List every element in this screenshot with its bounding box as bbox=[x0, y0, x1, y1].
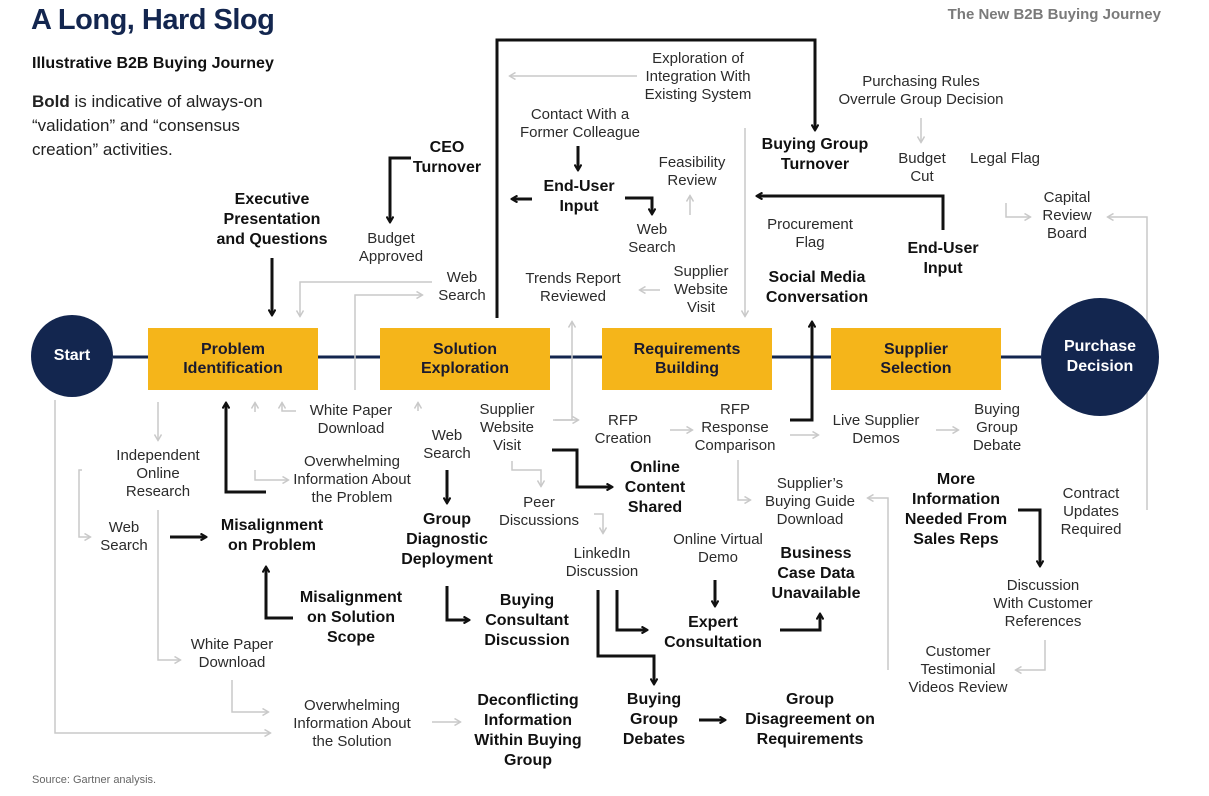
activity-purchasing-rules: Purchasing Rules Overrule Group Decision bbox=[838, 73, 1004, 108]
legend-note: Bold is indicative of always-on “validat… bbox=[32, 90, 263, 162]
activity-buying-group-debate: Buying Group Debate bbox=[972, 401, 1022, 454]
activity-feasibility-review: Feasibility Review bbox=[658, 154, 726, 189]
start-node: Start bbox=[31, 315, 113, 397]
flow-arrow-117 bbox=[596, 590, 654, 684]
page-title: A Long, Hard Slog bbox=[31, 4, 275, 36]
stage-solution-exploration: Solution Exploration bbox=[380, 328, 550, 390]
activity-customer-references: Discussion With Customer References bbox=[993, 577, 1093, 630]
flow-arrow-101 bbox=[390, 156, 411, 222]
flow-arrow-107 bbox=[790, 322, 812, 422]
flow-arrow-112 bbox=[445, 586, 469, 620]
flow-arrow-24 bbox=[737, 460, 750, 500]
flow-arrow-114 bbox=[615, 590, 647, 630]
activity-web-search-center: Web Search bbox=[423, 427, 471, 462]
activity-testimonial-videos: Customer Testimonial Videos Review bbox=[908, 643, 1008, 696]
activity-contract-updates: Contract Updates Required bbox=[1060, 485, 1122, 538]
activity-buying-group-debates: Buying Group Debates bbox=[622, 691, 686, 748]
legend-text: is indicative of always-on “validation” … bbox=[32, 92, 263, 159]
flow-arrow-20 bbox=[594, 513, 603, 533]
activity-end-user-input-right: End-User Input bbox=[907, 240, 979, 277]
flow-arrow-6 bbox=[300, 281, 432, 316]
flow-arrow-28 bbox=[1016, 640, 1046, 670]
activity-buying-consultant: Buying Consultant Discussion bbox=[484, 592, 570, 649]
report-title: The New B2B Buying Journey bbox=[947, 6, 1161, 23]
activity-buying-group-turnover: Buying Group Turnover bbox=[761, 136, 869, 173]
flow-arrow-25 bbox=[1005, 203, 1030, 217]
activity-budget-approved: Budget Approved bbox=[358, 230, 424, 265]
activity-integration-exploration: Exploration of Integration With Existing… bbox=[644, 50, 752, 103]
purchase-decision-node: Purchase Decision bbox=[1041, 298, 1159, 416]
flow-arrow-5 bbox=[354, 295, 422, 390]
flow-arrow-106 bbox=[757, 196, 945, 230]
activity-rfp-response: RFP Response Comparison bbox=[694, 401, 776, 454]
flow-arrow-27 bbox=[868, 498, 889, 670]
stage-supplier-selection: Supplier Selection bbox=[831, 328, 1001, 390]
activity-overwhelming-problem: Overwhelming Information About the Probl… bbox=[293, 453, 411, 506]
flow-arrow-19 bbox=[511, 461, 541, 486]
activity-peer-discussions: Peer Discussions bbox=[498, 494, 580, 529]
legend-bold-word: Bold bbox=[32, 92, 70, 111]
flow-arrow-8 bbox=[78, 469, 90, 537]
activity-group-disagreement: Group Disagreement on Requirements bbox=[745, 691, 875, 748]
activity-misalignment-scope: Misalignment on Solution Scope bbox=[299, 589, 403, 646]
flow-arrow-108 bbox=[226, 403, 266, 494]
activity-web-search-mid: Web Search bbox=[628, 221, 676, 256]
activity-white-paper-top: White Paper Download bbox=[309, 402, 393, 437]
flow-arrow-116 bbox=[780, 614, 820, 632]
flow-arrow-9 bbox=[157, 510, 180, 660]
activity-virtual-demo: Online Virtual Demo bbox=[673, 531, 763, 566]
activity-budget-cut: Budget Cut bbox=[898, 150, 946, 185]
activity-live-demos: Live Supplier Demos bbox=[832, 412, 920, 447]
activity-expert-consultation: Expert Consultation bbox=[664, 614, 762, 651]
flow-arrow-26 bbox=[1108, 217, 1148, 510]
activity-procurement-flag: Procurement Flag bbox=[767, 216, 853, 251]
activity-ceo-turnover: CEO Turnover bbox=[412, 139, 482, 176]
flow-arrow-13 bbox=[282, 403, 296, 412]
activity-independent-research: Independent Online Research bbox=[116, 447, 200, 500]
activity-web-search-top: Web Search bbox=[438, 269, 486, 304]
activity-supplier-website-top: Supplier Website Visit bbox=[673, 263, 729, 316]
flow-arrow-10 bbox=[54, 400, 270, 733]
activity-web-search-left: Web Search bbox=[100, 519, 148, 554]
activity-group-diagnostic: Group Diagnostic Deployment bbox=[401, 511, 493, 568]
flow-arrow-105 bbox=[495, 38, 815, 318]
activity-white-paper-bottom: White Paper Download bbox=[190, 636, 274, 671]
flow-arrow-113 bbox=[552, 448, 612, 487]
flow-arrow-14 bbox=[231, 680, 268, 712]
stage-problem-identification: Problem Identification bbox=[148, 328, 318, 390]
activity-capital-review: Capital Review Board bbox=[1042, 189, 1092, 242]
activity-supplier-website-bottom: Supplier Website Visit bbox=[479, 401, 535, 454]
activity-business-case: Business Case Data Unavailable bbox=[771, 545, 861, 602]
activity-former-colleague: Contact With a Former Colleague bbox=[519, 106, 641, 141]
flow-arrow-104 bbox=[625, 196, 652, 214]
activity-misalignment-problem: Misalignment on Problem bbox=[220, 517, 324, 554]
source-note: Source: Gartner analysis. bbox=[32, 774, 157, 786]
activity-online-content: Online Content Shared bbox=[624, 459, 686, 516]
flow-arrow-11 bbox=[254, 470, 288, 480]
flow-arrow-119 bbox=[1018, 508, 1040, 566]
flow-arrow-110 bbox=[266, 567, 293, 620]
activity-social-media: Social Media Conversation bbox=[765, 269, 869, 306]
activity-deconflicting: Deconflicting Information Within Buying … bbox=[474, 692, 582, 769]
activity-linkedin-discussion: LinkedIn Discussion bbox=[565, 545, 639, 580]
stage-requirements-building: Requirements Building bbox=[602, 328, 772, 390]
activity-executive-presentation: Executive Presentation and Questions bbox=[216, 191, 328, 248]
diagram-subtitle: Illustrative B2B Buying Journey bbox=[32, 55, 274, 72]
activity-more-information: More Information Needed From Sales Reps bbox=[904, 471, 1008, 548]
flow-arrow-18 bbox=[555, 322, 572, 421]
activity-overwhelming-solution: Overwhelming Information About the Solut… bbox=[293, 697, 411, 750]
activity-buying-guide: Supplier’s Buying Guide Download bbox=[764, 475, 856, 528]
activity-rfp-creation: RFP Creation bbox=[594, 412, 652, 447]
activity-trends-report: Trends Report Reviewed bbox=[525, 270, 621, 305]
activity-end-user-input-left: End-User Input bbox=[543, 178, 615, 215]
activity-legal-flag: Legal Flag bbox=[969, 150, 1041, 167]
